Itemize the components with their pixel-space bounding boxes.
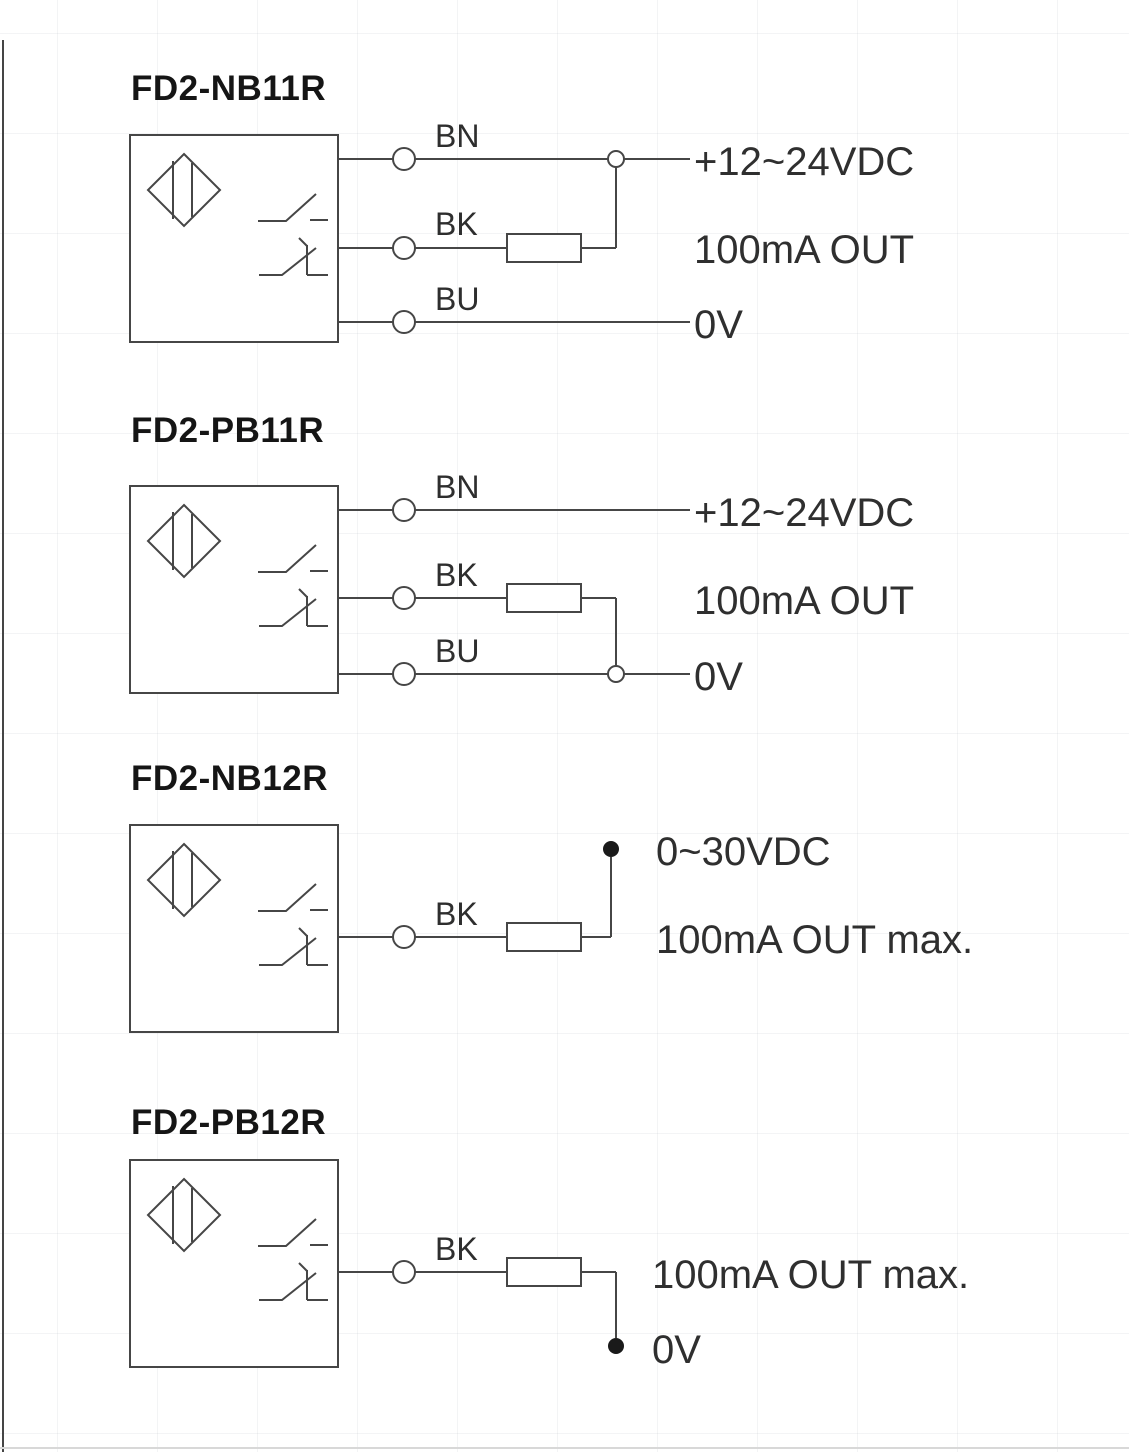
sensor-box xyxy=(129,485,339,694)
terminal-dot-icon xyxy=(603,841,619,857)
load-resistor-icon xyxy=(506,922,582,952)
normally-closed-contact-icon xyxy=(259,1262,328,1301)
fd2-pb11r-circuit xyxy=(129,485,690,694)
terminal-ground: 0V xyxy=(652,1328,701,1372)
normally-open-contact-icon xyxy=(258,883,328,912)
scan-edge-line xyxy=(2,40,4,1452)
fd2-nb11r-circuit xyxy=(129,134,690,343)
terminal-ground: 0V xyxy=(694,655,743,699)
normally-open-contact-icon xyxy=(258,1218,328,1247)
terminal-output: 100mA OUT xyxy=(694,579,915,623)
terminal-dot-icon xyxy=(608,1338,624,1354)
sensor-box xyxy=(129,1159,339,1368)
proximity-sensor-diamond-icon xyxy=(146,1177,222,1253)
page-bottom-rule xyxy=(0,1447,1129,1449)
terminal-output: 100mA OUT xyxy=(694,228,915,272)
normally-open-contact-icon xyxy=(258,544,328,573)
fd2-pb12r-circuit xyxy=(129,1159,624,1368)
terminal-output: 100mA OUT max. xyxy=(656,918,974,962)
terminal-supply: 0~30VDC xyxy=(656,830,831,874)
wire-label-bk: BK xyxy=(435,557,478,593)
proximity-sensor-diamond-icon xyxy=(146,152,222,228)
diagram-title: FD2-PB12R xyxy=(131,1103,327,1142)
diagram-title: FD2-NB11R xyxy=(131,69,327,108)
terminal-ground: 0V xyxy=(694,303,743,347)
sensor-box xyxy=(129,134,339,343)
normally-open-contact-icon xyxy=(258,193,328,222)
wire-connector-circle-icon xyxy=(392,310,416,334)
load-resistor-icon xyxy=(506,233,582,263)
wire-connector-circle-icon xyxy=(392,147,416,171)
wire-connector-circle-icon xyxy=(392,498,416,522)
normally-closed-contact-icon xyxy=(259,237,328,276)
wire-connector-circle-icon xyxy=(392,586,416,610)
wire-label-bn: BN xyxy=(435,469,480,505)
wire-label-bu: BU xyxy=(435,633,480,669)
wire-label-bk: BK xyxy=(435,1231,478,1267)
wire-label-bk: BK xyxy=(435,896,478,932)
normally-closed-contact-icon xyxy=(259,588,328,627)
diagram-title: FD2-NB12R xyxy=(131,759,329,798)
junction-circle-icon xyxy=(607,150,625,168)
load-resistor-icon xyxy=(506,1257,582,1287)
wire-label-bn: BN xyxy=(435,118,480,154)
wire-bn xyxy=(338,158,690,248)
junction-circle-icon xyxy=(607,665,625,683)
wire-connector-circle-icon xyxy=(392,1260,416,1284)
wire-connector-circle-icon xyxy=(392,925,416,949)
terminal-supply: +12~24VDC xyxy=(694,140,915,184)
normally-closed-contact-icon xyxy=(259,927,328,966)
wire-connector-circle-icon xyxy=(392,662,416,686)
load-resistor-icon xyxy=(506,583,582,613)
fd2-nb12r-circuit xyxy=(129,824,619,1033)
diagram-title: FD2-PB11R xyxy=(131,411,325,450)
proximity-sensor-diamond-icon xyxy=(146,842,222,918)
sensor-box xyxy=(129,824,339,1033)
wire-label-bu: BU xyxy=(435,281,480,317)
terminal-supply: +12~24VDC xyxy=(694,491,915,535)
wire-label-bk: BK xyxy=(435,206,478,242)
proximity-sensor-diamond-icon xyxy=(146,503,222,579)
wire-bk xyxy=(338,1271,617,1338)
wire-connector-circle-icon xyxy=(392,236,416,260)
terminal-output: 100mA OUT max. xyxy=(652,1253,970,1297)
